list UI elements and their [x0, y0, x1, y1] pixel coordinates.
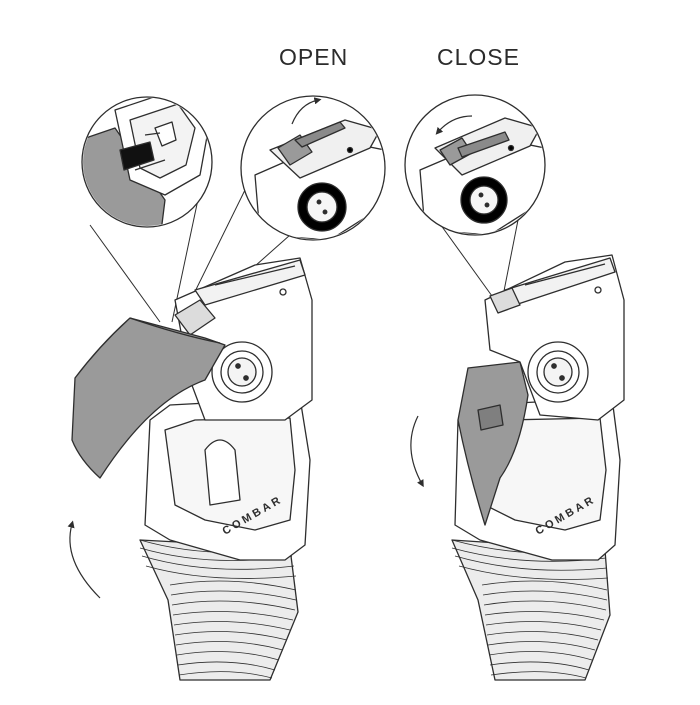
open-zoom-latch: [81, 96, 213, 228]
close-tool: COMBAR: [410, 209, 625, 681]
close-state-label: CLOSE: [437, 44, 520, 70]
open-tool: COMBAR: [67, 189, 313, 681]
close-zoom-lever: [404, 94, 546, 236]
close-grip: [451, 539, 611, 681]
close-rotation-arrow-icon: [410, 415, 424, 488]
open-zoom-arrow-icon: [291, 97, 322, 125]
open-blade: [71, 317, 226, 479]
open-state-label: OPEN: [279, 44, 349, 70]
open-rotation-arrow-icon: [67, 520, 101, 599]
open-zoom-lever: [240, 95, 386, 241]
close-zoom-arrow-icon: [435, 115, 473, 135]
close-blade: [457, 361, 529, 526]
open-grip: [139, 539, 299, 681]
